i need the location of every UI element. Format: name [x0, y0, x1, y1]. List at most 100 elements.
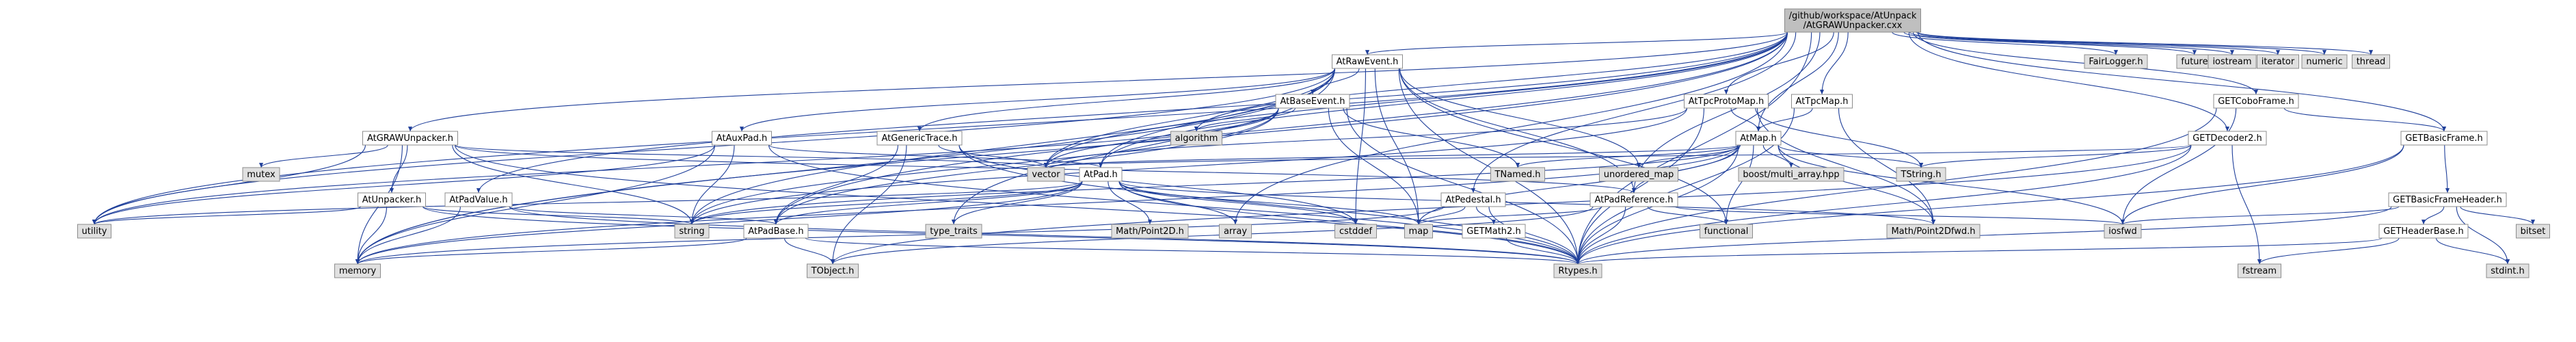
node-box [2486, 263, 2530, 278]
node-box [2257, 54, 2299, 69]
edge-attpcprotomap-to-rtypes [1575, 107, 1704, 265]
edge-getmath2-to-rtypes [1505, 237, 1581, 265]
node-getbasicframe[interactable]: GETBasicFrame.h [2400, 131, 2488, 146]
edge-atpad-to-utility [92, 181, 1083, 225]
node-label: vector [1032, 170, 1060, 180]
edge-root-to-vector [1043, 31, 1788, 168]
node-box [2188, 131, 2267, 146]
dependency-edge [773, 31, 1788, 225]
dependency-edge [1575, 31, 1812, 265]
dependency-edge [773, 144, 899, 225]
node-atmap[interactable]: AtMap.h [1735, 131, 1782, 146]
edge-attpcmap-to-math_point2dfwd [1838, 107, 1936, 225]
node-iostream: iostream [2208, 54, 2257, 69]
node-label: numeric [2306, 57, 2342, 67]
node-box [1700, 224, 1753, 239]
node-atpedestal[interactable]: AtPedestal.h [1440, 192, 1506, 207]
node-atgenerictrace[interactable]: AtGenericTrace.h [876, 131, 963, 146]
edge-root-to-memory [355, 31, 1788, 265]
dependency-edge [1118, 181, 1935, 225]
node-label: AtBaseEvent.h [1280, 96, 1345, 107]
dependency-edge [1108, 181, 1153, 225]
node-atpadvalue[interactable]: AtPadValue.h [444, 192, 513, 207]
edge-atbaseevent-to-map [1328, 107, 1421, 225]
edge-atmap-to-boost_multi_array [1762, 144, 1794, 168]
node-attpcmap[interactable]: AtTpcMap.h [1791, 94, 1853, 109]
dependency-edge [805, 237, 1580, 265]
edge-root-to-array [1233, 31, 1788, 225]
node-utility: utility [77, 224, 111, 239]
node-atrawevent[interactable]: AtRawEvent.h [1332, 54, 1403, 69]
dependency-edge [1043, 107, 1279, 168]
edge-atpad-to-math_point2d [1108, 181, 1153, 225]
node-box [1738, 167, 1844, 182]
dependency-edge [773, 107, 1279, 225]
edge-atmap-to-unordered_map [1636, 144, 1741, 168]
dependency-edge [1488, 206, 1581, 265]
node-label: AtMap.h [1740, 133, 1777, 144]
node-atpadreference[interactable]: AtPadReference.h [1589, 192, 1678, 207]
dependency-edge [1365, 31, 1788, 55]
node-getheaderbase[interactable]: GETHeaderBase.h [2378, 224, 2469, 239]
dependency-edge [1575, 107, 1795, 265]
node-label: /github/workspace/AtUnpack [1789, 11, 1917, 21]
dependency-edge [2121, 206, 2400, 225]
edge-atmap-to-tstring [1777, 144, 1923, 168]
dependency-edge [355, 144, 716, 265]
node-box [1334, 224, 1377, 239]
node-atpadbase[interactable]: AtPadBase.h [743, 224, 809, 239]
node-label: iostream [2212, 57, 2251, 67]
dependency-edge [938, 144, 1049, 168]
dependency-edge [1917, 31, 2447, 132]
node-atunpacker[interactable]: AtUnpacker.h [358, 192, 426, 207]
edge-root-to-utility [92, 31, 1788, 225]
node-root[interactable]: /github/workspace/AtUnpack/AtGRAWUnpacke… [1784, 8, 1921, 33]
node-box [743, 224, 809, 239]
dependency-edge [355, 206, 461, 265]
dependency-edge [477, 31, 1788, 194]
node-label: memory [339, 266, 377, 276]
edge-atpadbase-to-tobject [783, 237, 835, 265]
node-box [334, 263, 381, 278]
dependency-edge [92, 181, 1083, 225]
edge-atgenerictrace-to-vector [938, 144, 1049, 168]
dependency-edge [1755, 107, 1924, 168]
node-label: bitset [2521, 226, 2546, 237]
node-memory: memory [334, 263, 381, 278]
node-numeric: numeric [2301, 54, 2348, 69]
dependency-edge [92, 107, 1279, 225]
node-attpcprotomap[interactable]: AtTpcProtoMap.h [1684, 94, 1769, 109]
dependency-edge [783, 237, 835, 265]
node-getdecoder2[interactable]: GETDecoder2.h [2188, 131, 2267, 146]
edge-root-to-attpcmap [1819, 31, 1849, 95]
node-atpad[interactable]: AtPad.h [1079, 167, 1123, 182]
dependency-edge [1916, 31, 2280, 55]
edge-root-to-thread [1917, 31, 2373, 55]
node-getbasicframeheader[interactable]: GETBasicFrameHeader.h [2388, 192, 2507, 207]
node-label: TString.h [1900, 170, 1941, 180]
node-getmath2[interactable]: GETMath2.h [1462, 224, 1526, 239]
dependency-edge [958, 144, 1581, 265]
node-box [1275, 94, 1350, 109]
edge-getdecoder2-to-tstring [1919, 144, 2192, 168]
dependency-edge [1417, 206, 1602, 225]
dependency-edge [92, 144, 716, 225]
dependency-edge [1908, 31, 2230, 132]
dependency-edge [1328, 107, 1421, 225]
node-label: algorithm [1175, 133, 1218, 144]
dependency-edge [2460, 206, 2536, 225]
edge-getheaderbase-to-fstream [2257, 237, 2400, 265]
node-box [2388, 192, 2507, 207]
edge-atrawevent-to-map [1374, 68, 1421, 225]
node-box [1462, 224, 1526, 239]
node-atgrawunpacker[interactable]: AtGRAWUnpacker.h [362, 131, 458, 146]
edge-root-to-getbasicframe [1917, 31, 2447, 132]
node-box [2352, 54, 2390, 69]
node-atbaseevent[interactable]: AtBaseEvent.h [1275, 94, 1350, 109]
node-box [362, 131, 458, 146]
node-getcoboframe[interactable]: GETCoboFrame.h [2213, 94, 2299, 109]
dependency-edge [509, 206, 1580, 265]
edge-atpedestal-to-memory [355, 206, 1445, 265]
node-atauxpad[interactable]: AtAuxPad.h [712, 131, 772, 146]
